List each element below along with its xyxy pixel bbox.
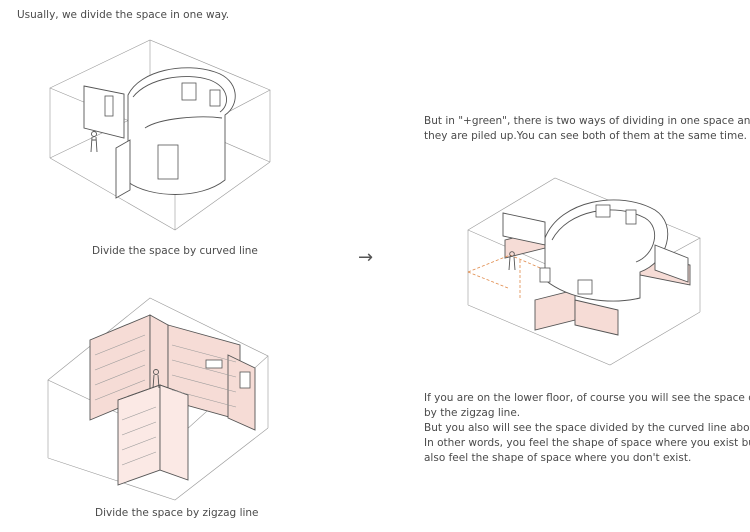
curved-wall-diagram <box>49 39 271 231</box>
explanation-top-line: they are piled up.You can see both of th… <box>424 130 747 142</box>
explanation-bottom-line: If you are on the lower floor, of course… <box>424 392 750 404</box>
explanation-bottom-line: In other words, you feel the shape of sp… <box>424 437 750 449</box>
explanation-top: But in "+green", there is two ways of di… <box>424 114 750 144</box>
zigzag-wall-diagram <box>47 297 269 501</box>
intro-text: Usually, we divide the space in one way. <box>17 9 230 21</box>
caption-curved: Divide the space by curved line <box>92 245 258 257</box>
arrow-icon: → <box>358 247 374 268</box>
explanation-bottom-line: But you also will see the space divided … <box>424 422 750 434</box>
explanation-bottom-line: also feel the shape of space where you d… <box>424 452 692 464</box>
caption-zigzag: Divide the space by zigzag line <box>95 507 259 519</box>
explanation-bottom: If you are on the lower floor, of course… <box>424 391 750 466</box>
combined-diagram <box>467 177 701 366</box>
explanation-top-line: But in "+green", there is two ways of di… <box>424 115 750 127</box>
explanation-bottom-line: by the zigzag line. <box>424 407 521 419</box>
